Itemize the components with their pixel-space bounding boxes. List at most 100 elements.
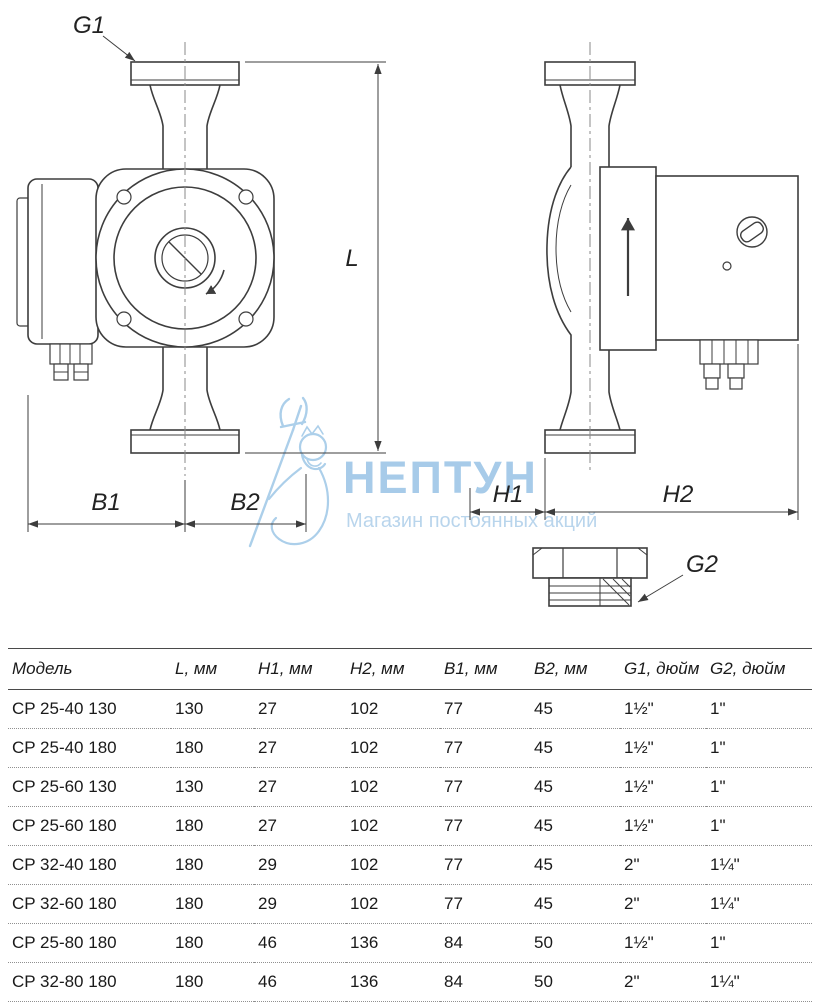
value-cell: 27 (254, 728, 346, 768)
bolt-hole (238, 189, 254, 205)
value-cell: 1¼" (706, 962, 812, 1002)
dim-label-b2: B2 (230, 489, 259, 516)
value-cell: 130 (171, 689, 254, 729)
value-cell: 77 (440, 806, 530, 846)
value-cell: 1¼" (706, 884, 812, 924)
value-cell: 1" (706, 728, 812, 768)
value-cell: 50 (530, 962, 620, 1002)
value-cell: 130 (171, 767, 254, 807)
value-cell: 77 (440, 884, 530, 924)
value-cell: 84 (440, 962, 530, 1002)
bolt-hole (116, 311, 132, 327)
model-cell: CP 25-80 180 (8, 923, 171, 963)
value-cell: 77 (440, 728, 530, 768)
value-cell: 29 (254, 845, 346, 885)
volute-profile (546, 166, 572, 350)
table-header-2: H1, мм (258, 659, 313, 678)
value-cell: 1½" (620, 728, 706, 768)
union-nut (532, 547, 648, 607)
value-cell: 84 (440, 923, 530, 963)
value-cell: 27 (254, 806, 346, 846)
dim-label-b1: B1 (91, 489, 120, 516)
motor-terminal-box (699, 339, 759, 390)
dim-label-g1: G1 (73, 12, 105, 39)
value-cell: 136 (346, 962, 440, 1002)
dim-label-l: L (345, 245, 358, 272)
model-cell: CP 25-40 180 (8, 728, 171, 768)
value-cell: 1" (706, 923, 812, 963)
value-cell: 180 (171, 962, 254, 1002)
terminal-box (16, 178, 99, 381)
value-cell: 1" (706, 689, 812, 729)
value-cell: 46 (254, 923, 346, 963)
g1-leader (102, 35, 136, 62)
table-header-1: L, мм (175, 659, 218, 678)
front-view (16, 61, 275, 454)
value-cell: 1½" (620, 767, 706, 807)
value-cell: 45 (530, 884, 620, 924)
dim-label-h2: H2 (663, 481, 694, 508)
value-cell: 180 (171, 884, 254, 924)
value-cell: 29 (254, 884, 346, 924)
value-cell: 27 (254, 767, 346, 807)
cable-gland-block (49, 343, 93, 365)
dim-label-h1: H1 (493, 481, 524, 508)
model-cell: CP 32-40 180 (8, 845, 171, 885)
value-cell: 1¼" (706, 845, 812, 885)
value-cell: 180 (171, 845, 254, 885)
g2-leader (637, 574, 684, 603)
value-cell: 45 (530, 806, 620, 846)
table-header-4: B1, мм (444, 659, 498, 678)
value-cell: 2" (620, 884, 706, 924)
motor-body (655, 175, 799, 341)
value-cell: 180 (171, 923, 254, 963)
value-cell: 102 (346, 884, 440, 924)
watermark-title: НЕПТУН (343, 452, 538, 503)
bolt-hole (116, 189, 132, 205)
value-cell: 77 (440, 845, 530, 885)
table-header-6: G1, дюйм (624, 659, 700, 678)
value-cell: 136 (346, 923, 440, 963)
value-cell: 102 (346, 767, 440, 807)
value-cell: 1½" (620, 923, 706, 963)
table-header-3: H2, мм (350, 659, 405, 678)
value-cell: 102 (346, 689, 440, 729)
watermark-subtitle: Магазин постоянных акций (346, 510, 597, 532)
dim-label-g2: G2 (686, 551, 718, 578)
value-cell: 1" (706, 767, 812, 807)
model-cell: CP 25-40 130 (8, 689, 171, 729)
neptune-figure (267, 424, 329, 546)
value-cell: 77 (440, 767, 530, 807)
value-cell: 50 (530, 923, 620, 963)
model-cell: CP 32-80 180 (8, 962, 171, 1002)
value-cell: 2" (620, 962, 706, 1002)
model-cell: CP 32-60 180 (8, 884, 171, 924)
value-cell: 102 (346, 806, 440, 846)
model-cell: CP 25-60 180 (8, 806, 171, 846)
value-cell: 46 (254, 962, 346, 1002)
table-header-7: G2, дюйм (710, 659, 786, 678)
side-view (544, 61, 799, 454)
bolt-hole (238, 311, 254, 327)
speed-knob (736, 216, 768, 248)
value-cell: 2" (620, 845, 706, 885)
watermark: НЕПТУН Магазин постоянных акций (248, 396, 597, 548)
value-cell: 180 (171, 806, 254, 846)
value-cell: 45 (530, 728, 620, 768)
value-cell: 180 (171, 728, 254, 768)
pump-dimension-diagram: НЕПТУН Магазин постоянных акций (16, 12, 799, 607)
value-cell: 27 (254, 689, 346, 729)
dimension-lines (27, 35, 799, 603)
